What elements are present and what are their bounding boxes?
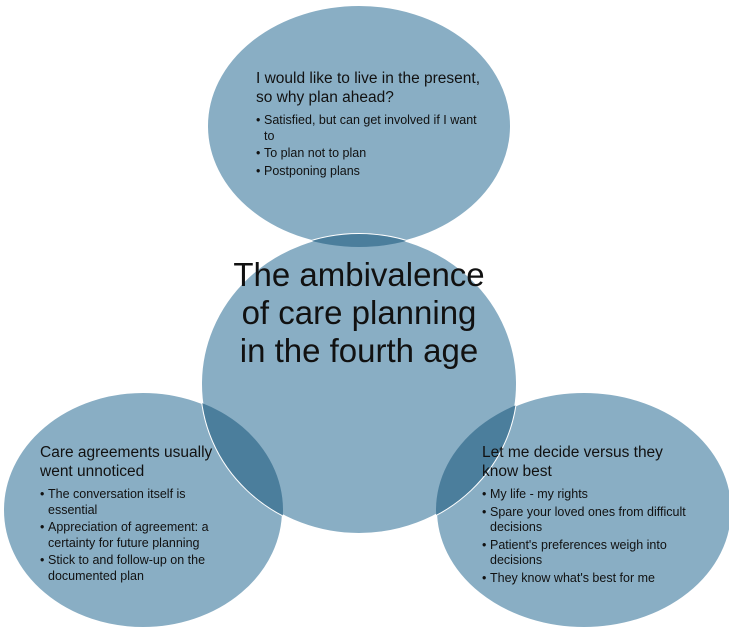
right-bubble-title: Let me decide versus they know best	[482, 444, 663, 480]
right-bubble-content: Let me decide versus they know best My l…	[482, 443, 687, 588]
list-item: My life - my rights	[482, 487, 687, 503]
left-bubble-list: The conversation itself is essential App…	[40, 487, 230, 584]
list-item: Stick to and follow-up on the documented…	[40, 553, 230, 584]
list-item: Spare your loved ones from difficult dec…	[482, 505, 687, 536]
top-bubble-title: I would like to live in the present, so …	[256, 70, 481, 106]
left-bubble-title: Care agreements usually went unnoticed	[40, 444, 213, 480]
list-item: The conversation itself is essential	[40, 487, 230, 518]
list-item: Appreciation of agreement: a certainty f…	[40, 520, 230, 551]
left-bubble-content: Care agreements usually went unnoticed T…	[40, 443, 230, 586]
list-item: They know what's best for me	[482, 571, 687, 587]
list-item: Patient's preferences weigh into decisio…	[482, 538, 687, 569]
top-bubble-content: I would like to live in the present, so …	[256, 69, 482, 181]
list-item: Satisfied, but can get involved if I wan…	[256, 113, 482, 144]
top-bubble-list: Satisfied, but can get involved if I wan…	[256, 113, 482, 179]
right-bubble-list: My life - my rights Spare your loved one…	[482, 487, 687, 586]
center-title: The ambivalence of care planning in the …	[233, 256, 485, 369]
list-item: Postponing plans	[256, 164, 482, 180]
list-item: To plan not to plan	[256, 146, 482, 162]
